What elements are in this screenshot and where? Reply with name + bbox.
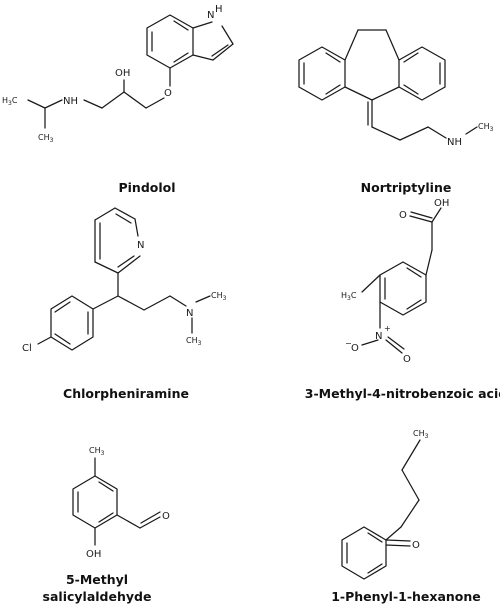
phenylhexanone-methyl: CH3	[413, 429, 429, 440]
chlorpheniramine-bonds	[37, 207, 211, 351]
pindolol-hydroxyl: OH	[115, 68, 130, 79]
methylnitrobenzoic-carbonyl-oxygen: O	[399, 210, 407, 221]
nortriptyline-amine-nh: NH	[447, 137, 462, 148]
structure-pindolol: N H O OH NH H3C CH3 Pindolol	[2, 4, 234, 195]
pindolol-ring-nh-hydrogen: H	[215, 4, 223, 15]
methylsalicylaldehyde-bonds	[72, 457, 161, 546]
methylnitrobenzoic-name: 3-Methyl-4-nitrobenzoic acid	[305, 386, 500, 401]
chlorpheniramine-pyridine-nitrogen: N	[137, 240, 144, 251]
pindolol-ether-oxygen: O	[164, 88, 172, 99]
methylsalicylaldehyde-aldehyde-oxygen: O	[162, 511, 170, 522]
pindolol-methyl-left: H3C	[2, 96, 18, 107]
structure-methylsalicylaldehyde: CH3 O OH 5-Methyl salicylaldehyde	[43, 446, 170, 604]
methylnitrobenzoic-minus-sign: −	[345, 339, 352, 348]
pindolol-bonds	[27, 14, 234, 129]
methylnitrobenzoic-hydroxyl: OH	[434, 198, 449, 209]
methylsalicylaldehyde-name-line2: salicylaldehyde	[43, 589, 152, 604]
methylnitrobenzoic-nitro-oxygen-minus: O	[351, 343, 359, 354]
pindolol-name: Pindolol	[118, 180, 175, 195]
nortriptyline-methyl: CH3	[478, 122, 494, 133]
pindolol-ring-nitrogen: N	[207, 10, 214, 21]
methylnitrobenzoic-bonds	[361, 207, 442, 354]
methylnitrobenzoic-nitro-oxygen: O	[403, 354, 411, 365]
chlorpheniramine-chlorine: Cl	[22, 343, 32, 354]
methylnitrobenzoic-nitro-nitrogen: N	[375, 331, 382, 342]
methylnitrobenzoic-methyl: H3C	[341, 291, 357, 302]
structure-chlorpheniramine: N N CH3 CH3 Cl Chlorpheniramine	[22, 207, 227, 401]
methylsalicylaldehyde-methyl: CH3	[89, 446, 105, 457]
chlorpheniramine-methyl-b: CH3	[186, 336, 202, 347]
phenylhexanone-bonds	[341, 439, 421, 580]
chlorpheniramine-methyl-a: CH3	[211, 291, 227, 302]
nortriptyline-name: Nortriptyline	[361, 180, 452, 195]
pindolol-amine-nh: NH	[63, 96, 78, 107]
chlorpheniramine-name: Chlorpheniramine	[63, 386, 189, 401]
structure-phenylhexanone: CH3 O 1-Phenyl-1-hexanone	[331, 429, 481, 604]
nortriptyline-bonds	[298, 29, 478, 141]
pindolol-methyl-bottom: CH3	[38, 133, 54, 144]
structure-nortriptyline: NH CH3 Nortriptyline	[298, 29, 494, 195]
phenylhexanone-name: 1-Phenyl-1-hexanone	[331, 589, 481, 604]
structure-methylnitrobenzoic: OH O H3C N + O − O 3-Methyl-4-nitrobenzo…	[305, 198, 500, 401]
methylsalicylaldehyde-name-line1: 5-Methyl	[66, 572, 128, 587]
chlorpheniramine-amine-nitrogen: N	[186, 308, 193, 319]
methylsalicylaldehyde-hydroxyl: OH	[86, 549, 101, 560]
methylnitrobenzoic-nitro-plus: +	[384, 324, 391, 333]
phenylhexanone-carbonyl-oxygen: O	[412, 540, 420, 551]
